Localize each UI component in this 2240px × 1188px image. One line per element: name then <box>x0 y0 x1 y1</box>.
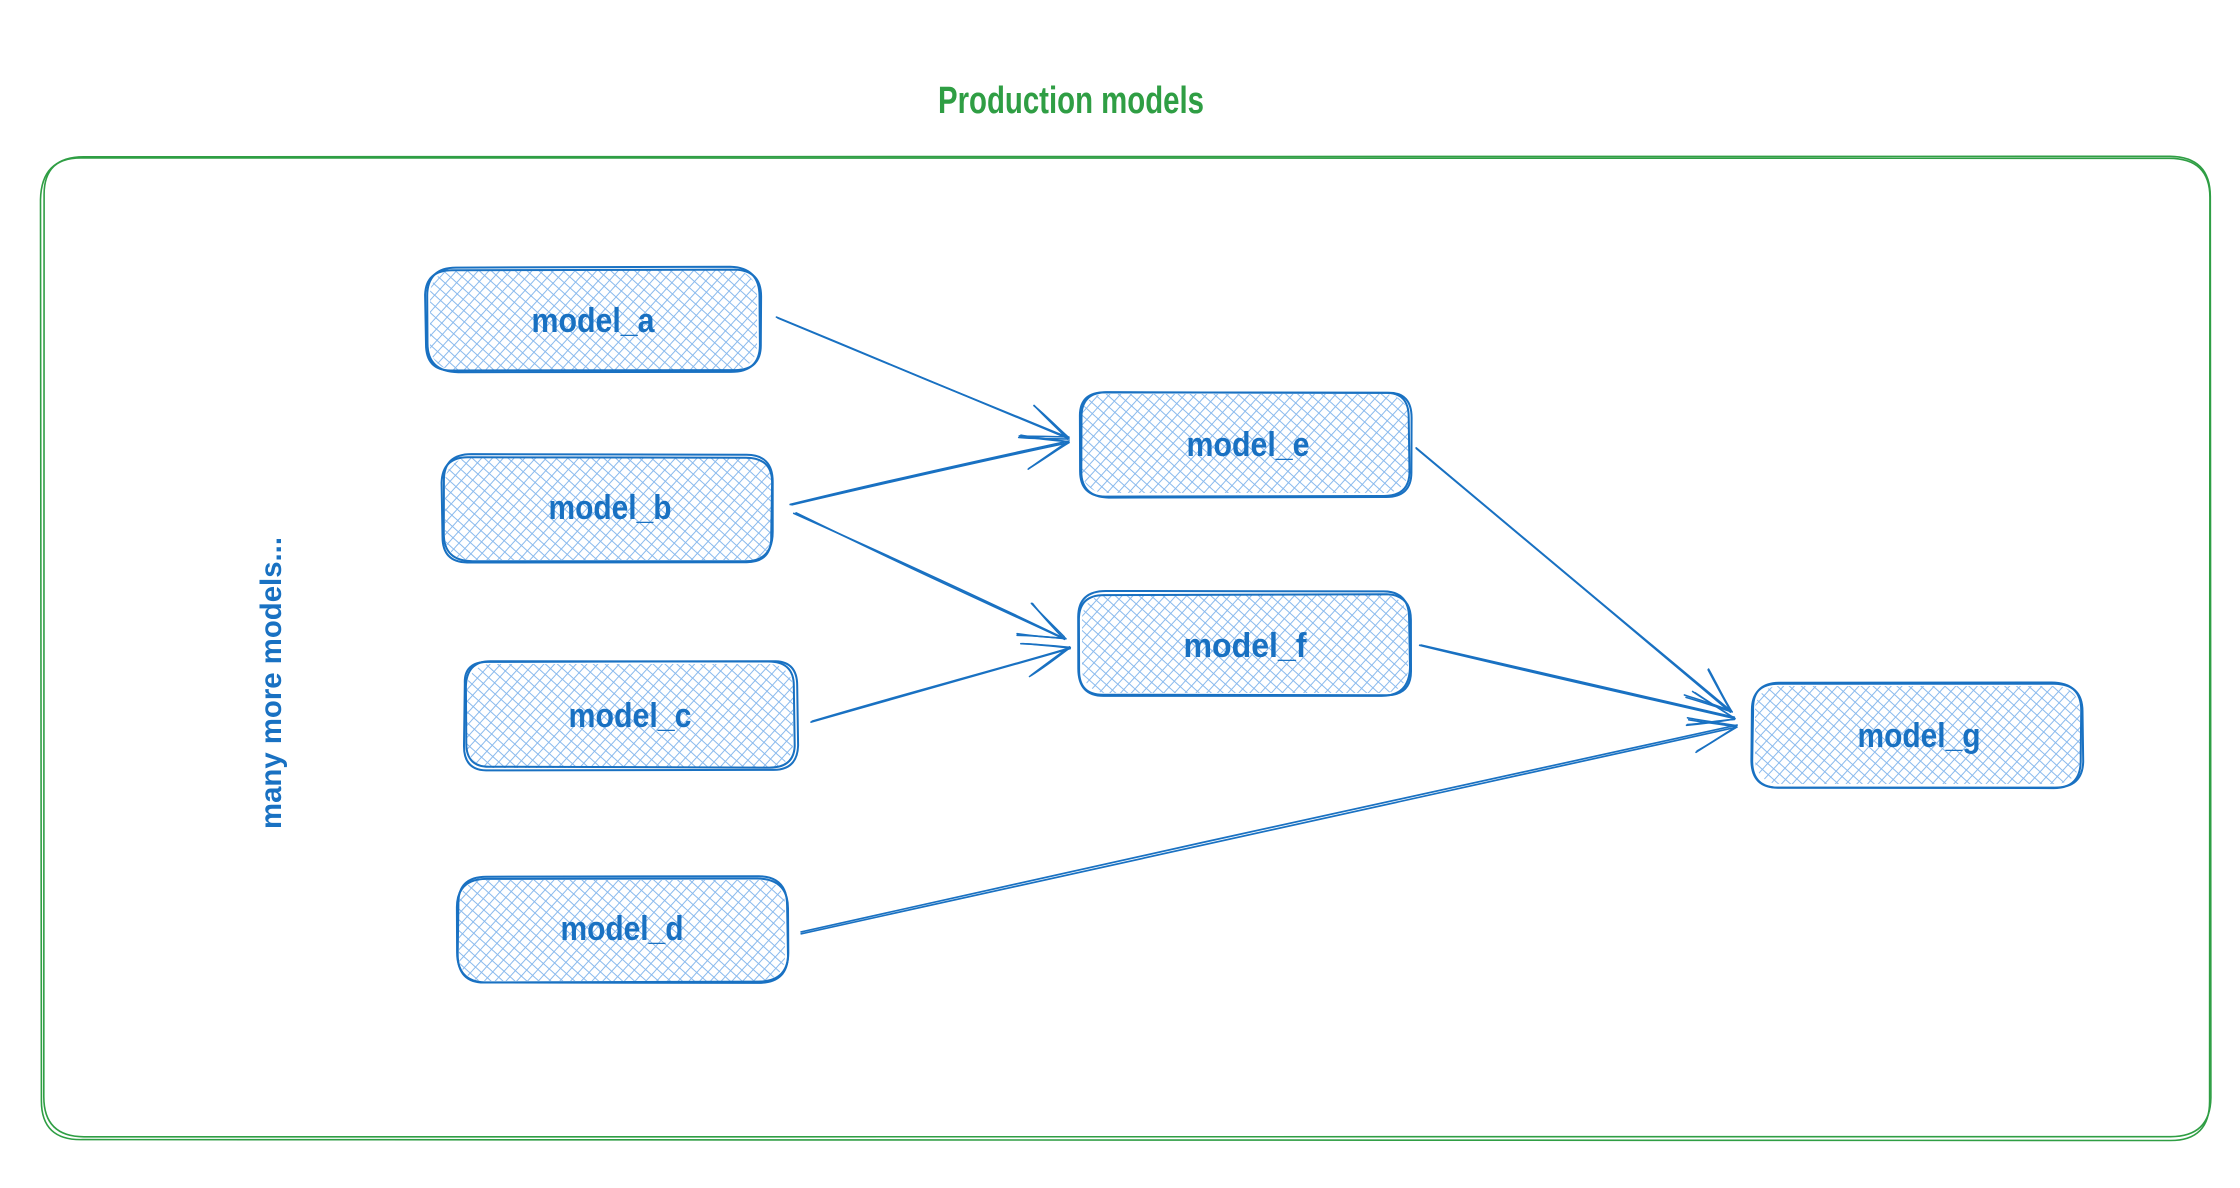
svg-text:model_g: model_g <box>1858 717 1981 755</box>
svg-text:model_c: model_c <box>569 697 692 735</box>
svg-text:many more models...: many more models... <box>255 537 288 829</box>
svg-text:Production models: Production models <box>938 80 1204 122</box>
svg-text:model_f: model_f <box>1184 627 1308 665</box>
svg-text:model_a: model_a <box>532 302 656 340</box>
svg-text:model_e: model_e <box>1187 426 1310 464</box>
svg-text:model_d: model_d <box>561 910 684 948</box>
svg-text:model_b: model_b <box>549 489 672 527</box>
